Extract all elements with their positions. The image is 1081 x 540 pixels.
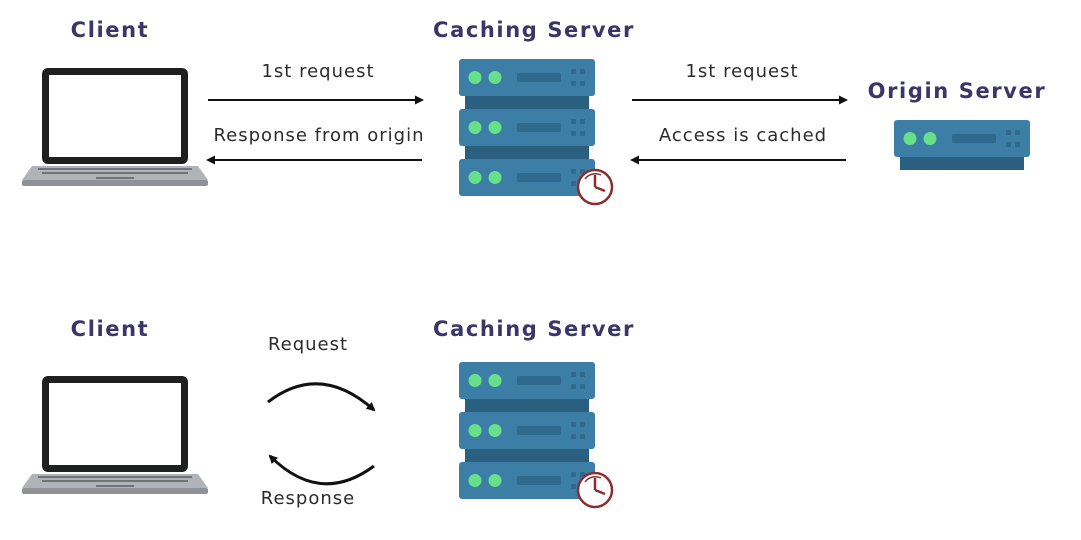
request-label: Request bbox=[267, 334, 349, 355]
curved-response-arrow bbox=[268, 454, 375, 486]
curved-request-arrow bbox=[267, 382, 376, 412]
server-rack-icon bbox=[459, 59, 614, 206]
access-cached-label: Access is cached bbox=[658, 125, 828, 146]
laptop-icon bbox=[22, 376, 208, 494]
clock-icon bbox=[576, 471, 614, 509]
client-title-bottom: Client bbox=[70, 317, 150, 341]
origin-server-icon bbox=[894, 120, 1030, 170]
server-rack-icon bbox=[459, 362, 614, 509]
origin-server-title: Origin Server bbox=[867, 79, 1047, 103]
caching-server-title-top: Caching Server bbox=[433, 18, 635, 42]
client-title-top: Client bbox=[70, 18, 150, 42]
response-label: Response bbox=[260, 488, 356, 509]
request-to-cache-label: 1st request bbox=[261, 61, 375, 82]
response-to-client-label: Response from origin bbox=[213, 125, 425, 146]
caching-server-title-bottom: Caching Server bbox=[433, 317, 635, 341]
request-to-origin-label: 1st request bbox=[685, 61, 799, 82]
